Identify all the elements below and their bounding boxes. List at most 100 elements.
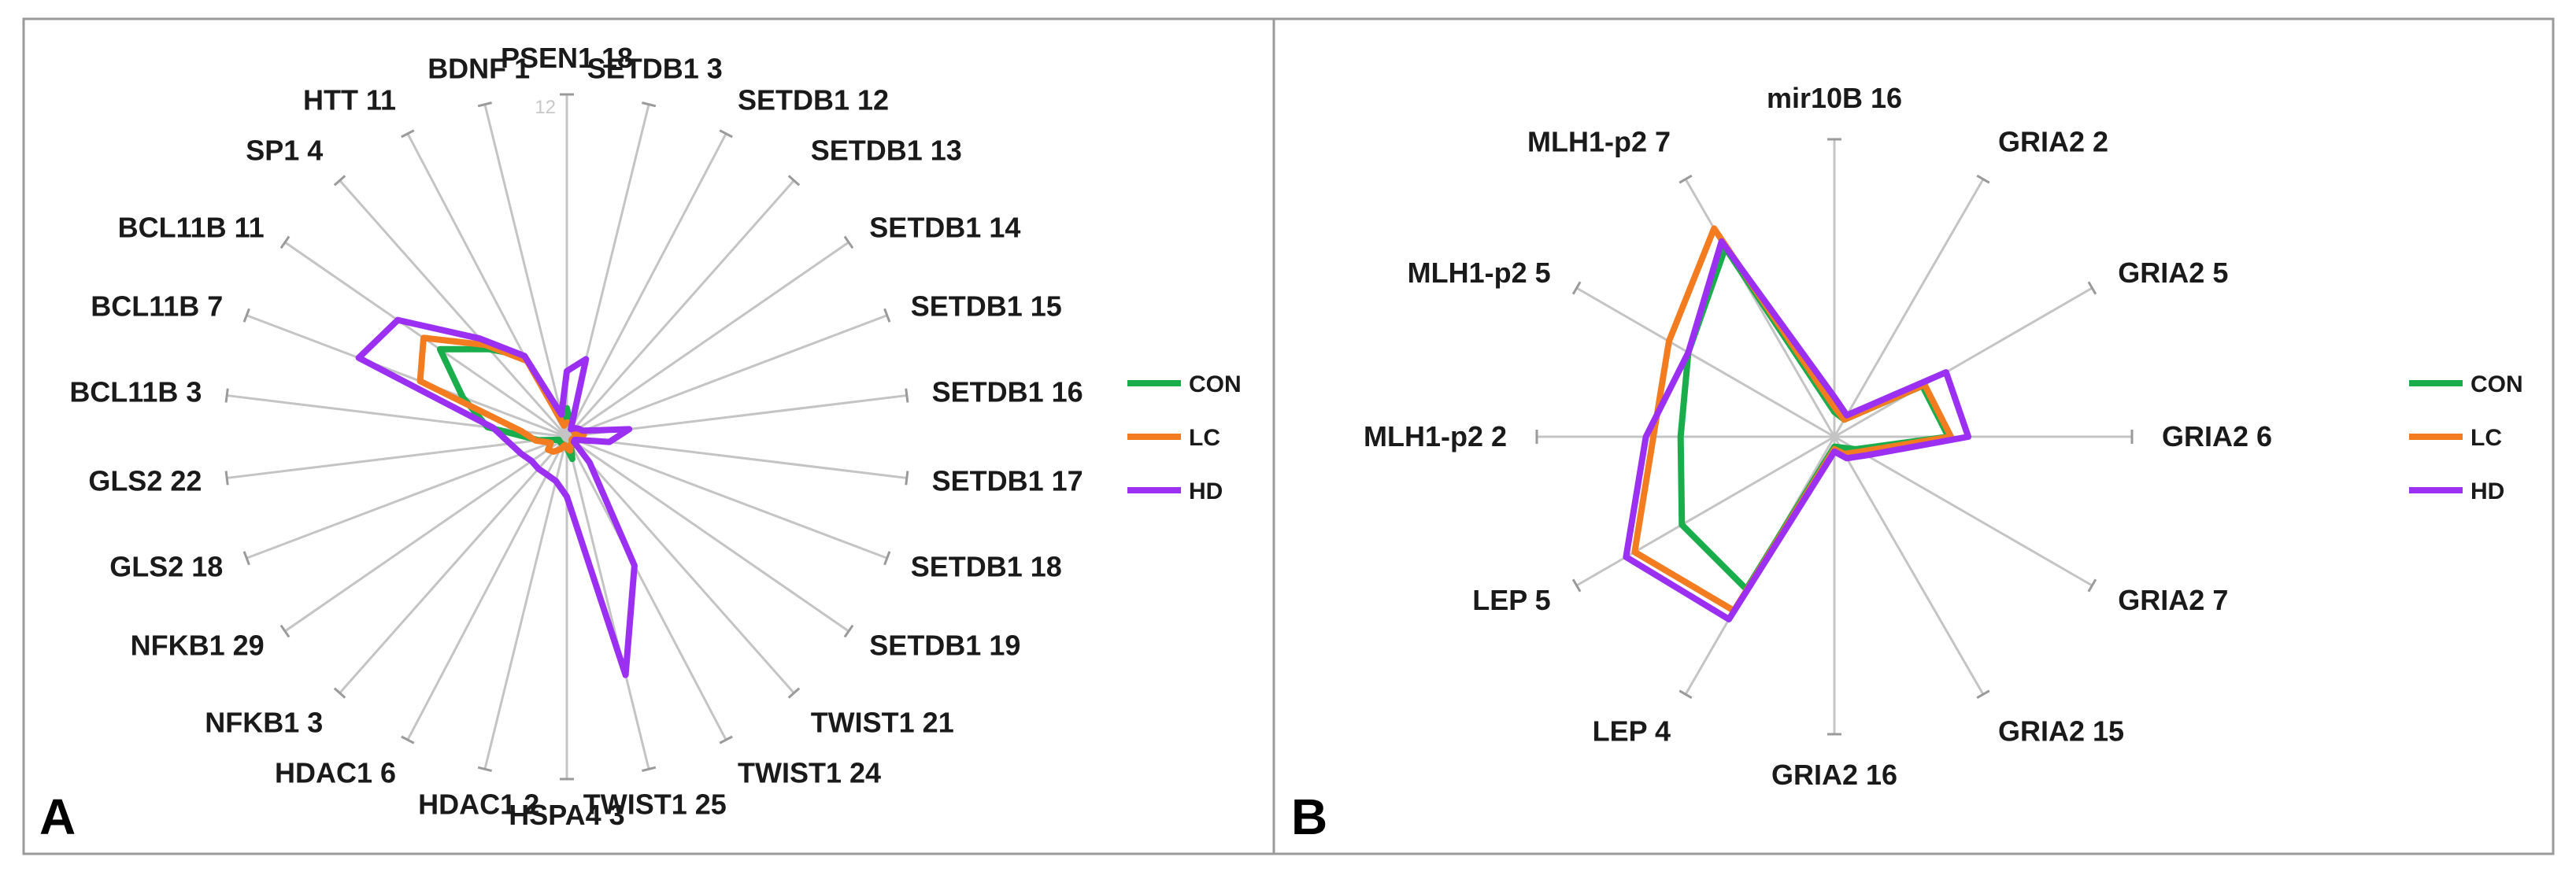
spoke-gria2-2	[1833, 178, 1985, 438]
axis-label-setdb1-14: SETDB1 14	[869, 212, 1020, 244]
spoke-cap-bcl11b-3	[224, 388, 229, 403]
axis-label-nfkb1-29: NFKB1 29	[131, 629, 265, 661]
spoke-cap-setdb1-3	[642, 102, 657, 108]
spoke-cap-mlh1-p2-5	[1571, 281, 1582, 295]
spoke-sp1-4	[339, 179, 568, 438]
spoke-setdb1-12	[565, 133, 727, 438]
axis-label-gls2-18: GLS2 18	[109, 551, 223, 583]
spoke-setdb1-18	[566, 435, 888, 560]
spoke-setdb1-14	[566, 241, 849, 438]
axis-label-setdb1-18: SETDB1 18	[911, 551, 1062, 583]
spoke-setdb1-19	[566, 435, 849, 633]
axis-label-mlh1-p2-7: MLH1-p2 7	[1527, 126, 1671, 158]
axis-label-bdnf-1: BDNF 1	[427, 53, 530, 85]
axis-label-sp1-4: SP1 4	[246, 134, 323, 166]
spoke-cap-lep-5	[1571, 578, 1582, 593]
spoke-cap-twist1-21	[787, 687, 801, 699]
spoke-cap-lep-4	[1678, 689, 1693, 700]
series-hd-line	[355, 316, 638, 678]
spoke-cap-gria2-5	[2087, 281, 2097, 295]
axis-label-psen1-18: PSEN1 18	[501, 42, 633, 74]
spoke-gria2-7	[1834, 435, 2093, 587]
spoke-hdac1-6	[406, 436, 568, 741]
axis-label-gria2-15: GRIA2 15	[1998, 715, 2124, 747]
spoke-bcl11b-7	[246, 314, 568, 438]
legend-b-label-lc: LC	[2471, 425, 2502, 451]
legend-b-label-hd: HD	[2471, 478, 2504, 504]
axis-label-gria2-6: GRIA2 6	[2162, 420, 2272, 452]
spoke-mlh1-p2-7	[1684, 178, 1836, 438]
axis-label-setdb1-19: SETDB1 19	[869, 629, 1020, 661]
tick-label-max: 12	[535, 97, 556, 118]
spoke-mlh1-p2-5	[1575, 286, 1835, 438]
legend-a-label-hd: HD	[1189, 478, 1223, 504]
spoke-cap-gria2-7	[2087, 578, 2097, 593]
legend-b-label-con: CON	[2471, 371, 2523, 397]
axis-label-lep-4: LEP 4	[1593, 715, 1671, 747]
legend-a-label-lc: LC	[1189, 425, 1220, 451]
spoke-cap-setdb1-16	[905, 388, 909, 403]
spoke-setdb1-13	[565, 179, 795, 438]
spoke-cap-sp1-4	[333, 175, 346, 187]
axis-label-bcl11b-3: BCL11B 3	[69, 376, 202, 408]
axis-label-bcl11b-7: BCL11B 7	[91, 290, 223, 322]
legend-a-label-con: CON	[1189, 371, 1242, 397]
spoke-cap-nfkb1-3	[333, 687, 346, 699]
spoke-cap-setdb1-19	[843, 624, 854, 638]
axis-label-mlh1-p2-2: MLH1-p2 2	[1364, 420, 1507, 452]
spoke-cap-htt-11	[401, 129, 415, 138]
radar-chart-b: mir10B 16 GRIA2 2 GRIA2 5 GRIA2 6 GRIA2 7 GRI…	[1364, 82, 2272, 791]
spoke-cap-setdb1-18	[883, 551, 891, 566]
spoke-cap-gls2-22	[224, 471, 229, 486]
legend-a: CON LC HD	[1127, 371, 1242, 504]
axis-label-twist1-21: TWIST1 21	[811, 707, 954, 739]
spoke-cap-bcl11b-7	[242, 308, 250, 323]
spoke-twist1-25	[565, 436, 650, 770]
spoke-cap-bcl11b-11	[279, 235, 291, 249]
spoke-cap-gls2-18	[242, 551, 250, 566]
axis-label-setdb1-12: SETDB1 12	[738, 84, 889, 116]
axis-label-gria2-7: GRIA2 7	[2118, 584, 2228, 616]
axis-label-hdac1-2: HDAC1 2	[418, 788, 539, 820]
series-hd-line	[1623, 238, 1972, 622]
spoke-nfkb1-29	[284, 435, 568, 633]
spoke-nfkb1-3	[339, 436, 568, 694]
axis-label-nfkb1-3: NFKB1 3	[205, 707, 323, 739]
spoke-setdb1-17	[566, 435, 908, 479]
spoke-cap-setdb1-17	[905, 471, 909, 486]
spoke-cap-gria2-15	[1976, 689, 1990, 700]
axis-label-twist1-24: TWIST1 24	[738, 757, 881, 789]
panel-letter-a: A	[39, 789, 76, 845]
spoke-gria2-5	[1834, 286, 2093, 438]
spoke-cap-hdac1-6	[401, 735, 415, 744]
spoke-cap-gria2-2	[1976, 174, 1990, 184]
axis-label-bcl11b-11: BCL11B 11	[118, 212, 265, 244]
spoke-bdnf-1	[483, 104, 568, 438]
axis-label-twist1-25: TWIST1 25	[583, 788, 727, 820]
axis-label-mlh1-p2-5: MLH1-p2 5	[1408, 257, 1551, 289]
axis-label-mir10b-16: mir10B 16	[1767, 82, 1902, 114]
legend-b: CON LC HD	[2409, 371, 2523, 504]
axis-label-setdb1-3: SETDB1 3	[587, 53, 723, 85]
spoke-cap-twist1-24	[719, 735, 733, 744]
axis-label-lep-5: LEP 5	[1472, 584, 1550, 616]
spoke-gls2-18	[246, 435, 568, 560]
axis-label-gria2-16: GRIA2 16	[1771, 759, 1897, 791]
spoke-cap-nfkb1-29	[279, 624, 291, 638]
spoke-lep-5	[1575, 435, 1835, 587]
axis-label-gls2-22: GLS2 22	[88, 464, 202, 497]
axis-label-gria2-5: GRIA2 5	[2118, 257, 2228, 289]
axis-label-setdb1-15: SETDB1 15	[911, 290, 1062, 322]
panel-a-frame	[22, 17, 1275, 855]
spoke-setdb1-15	[566, 314, 888, 438]
axis-label-htt-11: HTT 11	[303, 84, 396, 116]
axis-label-gria2-2: GRIA2 2	[1998, 126, 2108, 158]
spoke-gria2-15	[1833, 436, 1985, 696]
spoke-cap-twist1-25	[642, 766, 657, 772]
axis-label-hspa4-3: HSPA4 3	[509, 799, 624, 831]
spoke-cap-bdnf-1	[477, 102, 492, 108]
spoke-hdac1-2	[483, 436, 568, 770]
series-lc-line	[416, 334, 587, 455]
spoke-twist1-21	[565, 436, 795, 694]
